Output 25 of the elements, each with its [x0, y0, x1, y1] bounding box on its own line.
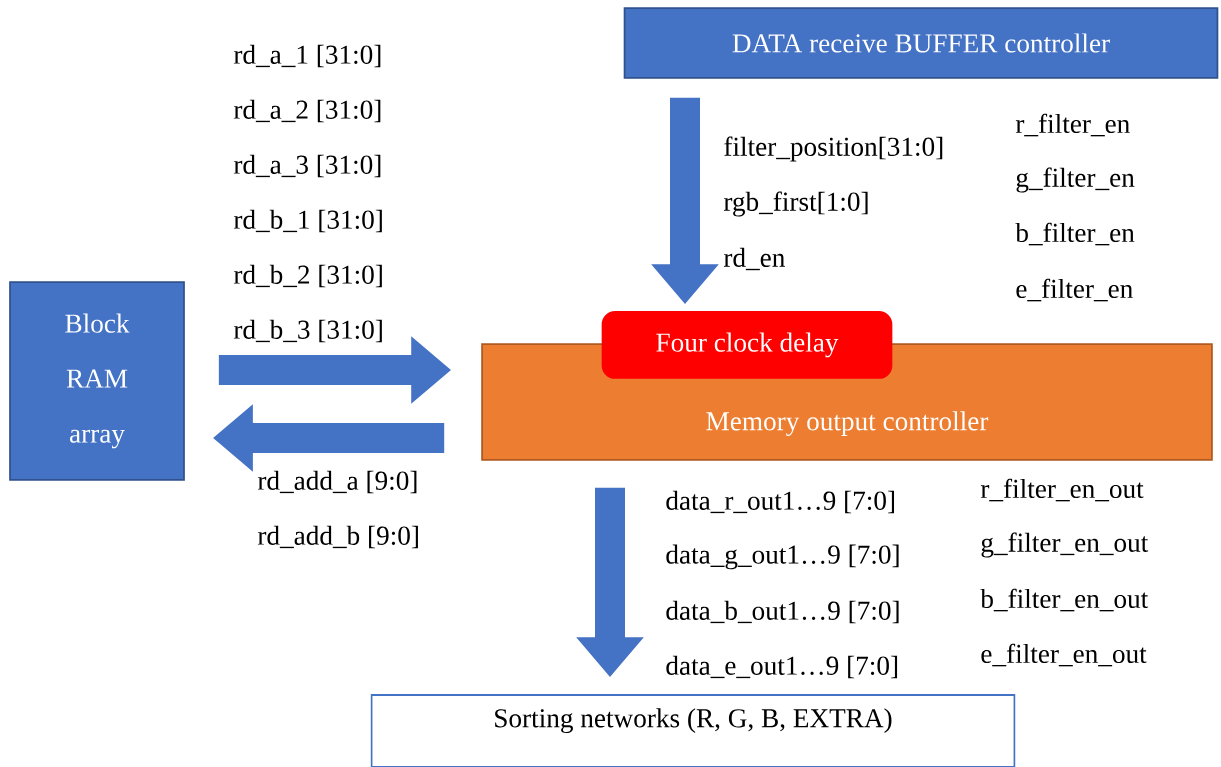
signal-label: filter_position[31:0] — [724, 136, 943, 162]
signal-label: g_filter_en — [1016, 167, 1135, 193]
signal-label: rd_a_3 [31:0] — [233, 154, 381, 178]
signal-label: data_r_out1…9 [7:0] — [666, 490, 895, 514]
box: Sorting networks (R, G, B, EXTRA) — [370, 694, 1016, 767]
signal-label: e_filter_en — [1016, 278, 1133, 302]
signal-label: rd_b_2 [31:0] — [233, 264, 382, 288]
signal-label: rd_add_b [9:0] — [257, 525, 418, 549]
signal-label: data_g_out1…9 [7:0] — [666, 544, 899, 570]
signal-label: rd_add_a [9:0] — [257, 470, 417, 494]
signal-label: rd_b_1 [31:0] — [233, 209, 382, 233]
signal-label: b_filter_en_out — [980, 588, 1149, 612]
signal-label: b_filter_en — [1015, 222, 1135, 246]
signal-label: g_filter_en_out — [981, 532, 1149, 558]
signal-label: rd_en — [723, 247, 785, 271]
box: DATA receive BUFFER controller — [623, 7, 1219, 79]
rounded-box: Four clock delay — [601, 311, 893, 379]
signal-label: data_b_out1…9 [7:0] — [666, 600, 899, 624]
signal-label: r_filter_en — [1015, 113, 1130, 137]
signal-label: rd_a_1 [31:0] — [233, 44, 381, 68]
signal-label: rgb_first[1:0] — [723, 191, 868, 217]
signal-label: e_filter_en_out — [981, 643, 1147, 667]
box: Block RAM array — [9, 281, 185, 481]
signal-label: rd_b_3 [31:0] — [233, 319, 382, 343]
signal-label: rd_a_2 [31:0] — [233, 99, 381, 123]
